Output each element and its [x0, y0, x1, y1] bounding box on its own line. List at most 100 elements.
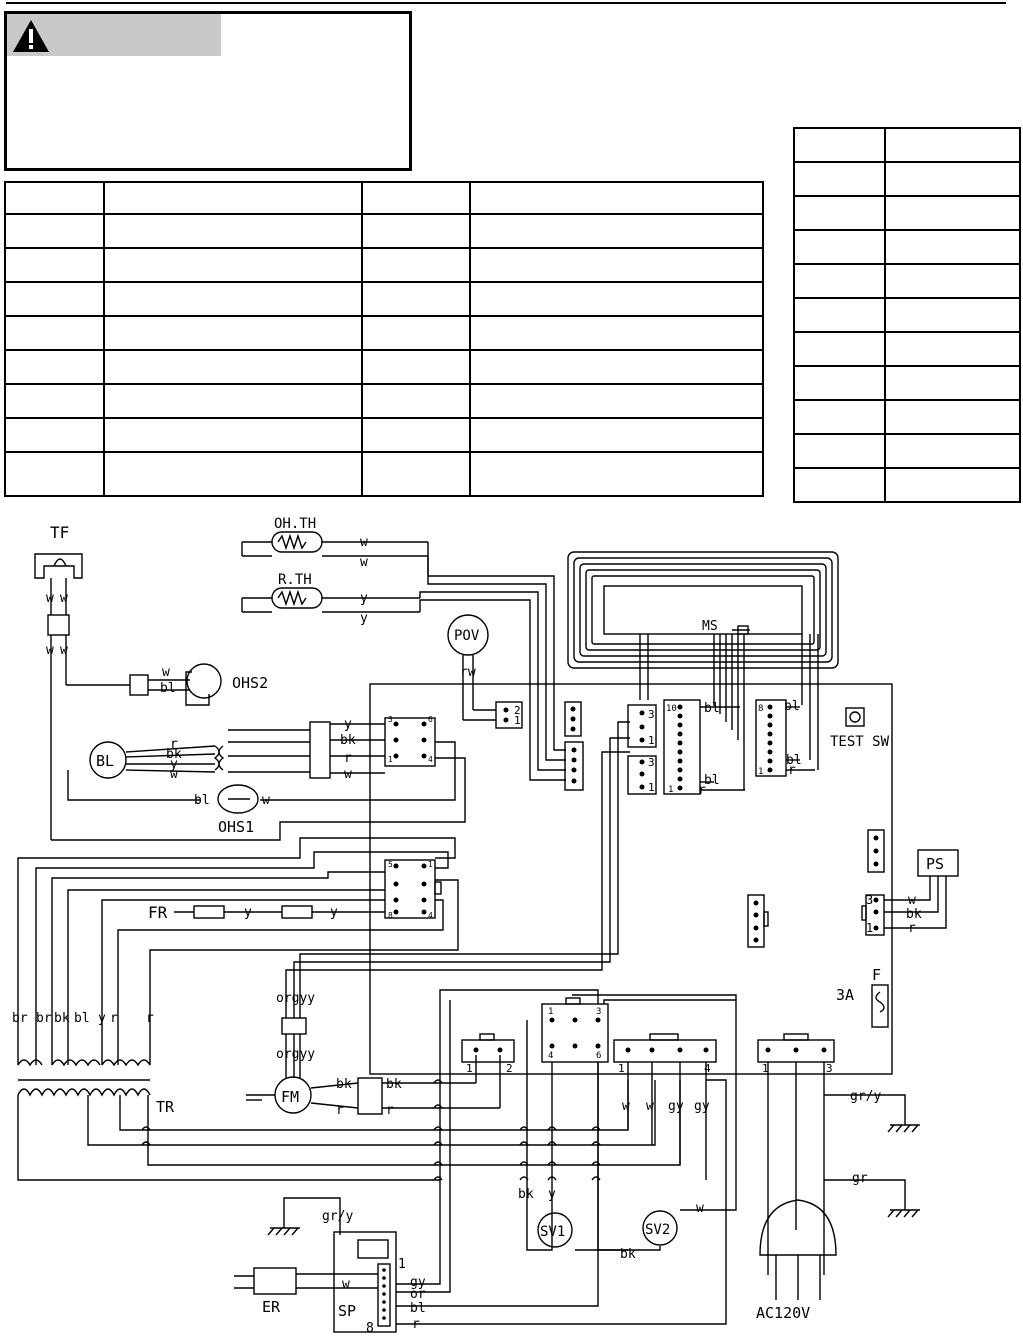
wire-label: orgyy	[276, 991, 315, 1006]
wire-label: y	[548, 1187, 556, 1202]
wire-label: bk	[386, 1077, 402, 1092]
pin-number: 3	[596, 1007, 601, 1017]
label-fm: FM	[281, 1088, 299, 1106]
ground-symbol-1	[887, 1124, 920, 1133]
wire-label: bl	[194, 793, 210, 808]
label-sv2: SV2	[645, 1222, 670, 1238]
wire-label: rw	[460, 665, 476, 680]
ground-symbol-3	[267, 1227, 300, 1236]
wire-label: r	[386, 1103, 394, 1118]
wire-label: r	[146, 1011, 154, 1026]
wire-label: w	[262, 793, 270, 808]
pin-number: 8	[388, 911, 393, 920]
wire-label: bk	[518, 1187, 534, 1202]
label-r-th: R.TH	[278, 572, 312, 588]
wire-label: w	[908, 893, 916, 908]
pin-number: 1	[758, 767, 763, 777]
wire-label: br	[12, 1011, 28, 1026]
wire-label: y	[330, 905, 338, 920]
control-board-outline	[369, 683, 893, 1075]
pin-number: 8	[758, 704, 763, 714]
wire-label: bk	[620, 1247, 636, 1262]
label-fr: FR	[148, 903, 168, 922]
label-ac120v: AC120V	[756, 1304, 810, 1322]
pin-number: 6	[596, 1051, 601, 1061]
pin-number: 3	[388, 715, 393, 724]
pin-number: 1	[668, 785, 673, 795]
label-oh-th: OH.TH	[274, 516, 316, 532]
pin-number: 4	[428, 911, 433, 920]
pin-number: 1	[618, 1062, 625, 1075]
wire-label: bl	[74, 1011, 90, 1026]
wire-label: w	[646, 1099, 654, 1114]
wire-label: gy	[668, 1099, 684, 1114]
wire-label: bk	[166, 747, 182, 762]
pin-number: 1	[648, 734, 655, 747]
label-ps: PS	[926, 855, 944, 873]
wire-label: w	[344, 767, 352, 782]
wire-label: w	[622, 1099, 630, 1114]
wire-label: y	[98, 1011, 106, 1026]
wire-label: r	[908, 921, 916, 936]
wire-label: y	[360, 611, 368, 626]
wire-label: w	[360, 555, 368, 570]
label-bl: BL	[96, 752, 114, 770]
label-ohs1: OHS1	[218, 818, 254, 836]
wire-label: r	[788, 763, 796, 778]
wire-label: br	[36, 1011, 52, 1026]
wire-label: w	[170, 767, 178, 782]
pin-number: 4	[548, 1051, 553, 1061]
wire-label: gr/y	[322, 1209, 353, 1224]
label-ohs2: OHS2	[232, 674, 268, 692]
label-tf: TF	[50, 523, 69, 542]
pin-number: 5	[388, 860, 393, 869]
top-rule	[6, 2, 1006, 4]
pin-number: 2	[506, 1062, 513, 1075]
wire-label: r	[336, 1103, 344, 1118]
wire-label: r	[110, 1011, 118, 1026]
wire-label: w	[60, 643, 68, 658]
wire-label: bk	[906, 907, 922, 922]
label-sp: SP	[338, 1302, 356, 1320]
wire-label: y	[244, 905, 252, 920]
wire-label: w	[342, 1277, 350, 1292]
wire-label: w	[60, 591, 68, 606]
wire-label: bl	[704, 701, 720, 716]
pin-number: 1	[388, 755, 393, 764]
pin-number: 6	[428, 715, 433, 724]
pin-number: 1	[398, 1257, 406, 1272]
wire-label: r	[698, 783, 706, 798]
label-pov: POV	[454, 628, 480, 644]
wire-label: bk	[336, 1077, 352, 1092]
pin-number: 4	[428, 755, 433, 764]
warning-box	[4, 11, 412, 171]
pin-number: 1	[466, 1062, 473, 1075]
pin-number: 10	[666, 704, 677, 714]
wire-label: bk	[54, 1011, 70, 1026]
wire-label: r	[412, 1317, 420, 1332]
wire-label: gr/y	[850, 1089, 881, 1104]
pin-number: 4	[704, 1062, 711, 1075]
pin-number: 3	[648, 708, 655, 721]
label-ms: MS	[702, 619, 718, 634]
label-test-sw: TEST SW	[830, 734, 890, 750]
wire-label: bl	[784, 699, 800, 714]
warning-icon	[13, 20, 49, 52]
wire-label: bl	[786, 753, 802, 768]
pin-number: 2	[514, 704, 521, 717]
wire-label: w	[162, 665, 170, 680]
wire-label: w	[46, 591, 54, 606]
pin-number: 1	[648, 781, 655, 794]
pin-number: 8	[366, 1321, 374, 1336]
pin-number: 3	[648, 756, 655, 769]
pin-number: 1	[762, 1062, 769, 1075]
ground-symbol-2	[887, 1209, 920, 1218]
specification-table	[4, 181, 764, 497]
wire-label: bl	[704, 773, 720, 788]
label-fuse: F	[872, 966, 881, 984]
pin-number: 1	[548, 1007, 553, 1017]
wire-label: w	[360, 535, 368, 550]
wire-label: r	[170, 737, 178, 752]
wire-label: y	[170, 757, 178, 772]
